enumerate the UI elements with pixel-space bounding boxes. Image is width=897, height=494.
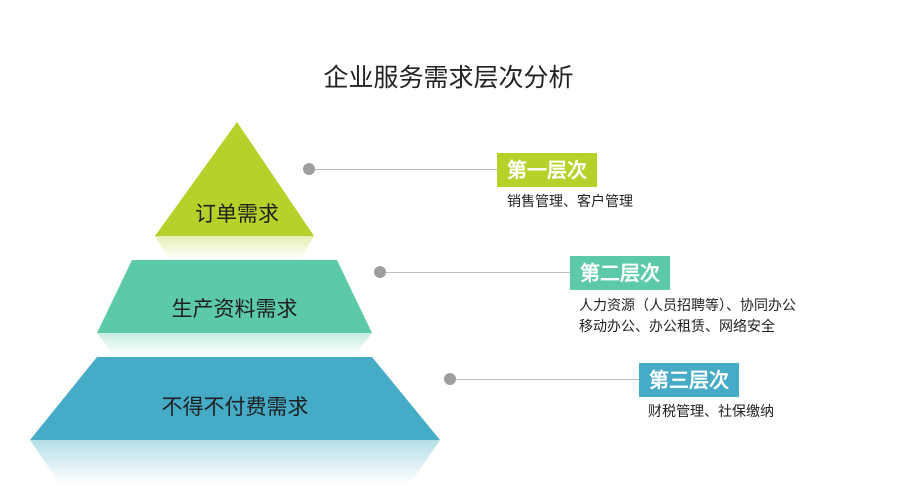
tier-2-shape	[97, 260, 372, 333]
tier-1-connector-line	[315, 169, 497, 170]
tier-1-description: 销售管理、客户管理	[507, 192, 633, 213]
tier-2-description: 人力资源（人员招聘等）、协同办公 移动办公、办公租赁、网络安全	[579, 296, 796, 338]
tier-1-label: 订单需求	[195, 202, 279, 226]
tier-3-desc-line: 财税管理、社保缴纳	[648, 404, 774, 420]
tier-2-connector-line	[386, 272, 570, 273]
tier-3-description: 财税管理、社保缴纳	[648, 402, 774, 423]
tier-3-label: 不得不付费需求	[161, 395, 309, 419]
tier-2-connector-dot	[374, 266, 386, 278]
tier-2-desc-line-2: 移动办公、办公租赁、网络安全	[579, 319, 775, 335]
tier-1-reflection	[155, 236, 314, 260]
tier-2-desc-line-1: 人力资源（人员招聘等）、协同办公	[579, 298, 796, 314]
tier-2-reflection	[97, 333, 372, 355]
tier-2-badge: 第二层次	[570, 256, 670, 290]
tier-1-connector-dot	[303, 163, 315, 175]
tier-3-badge: 第三层次	[639, 363, 739, 397]
tier-3-connector-dot	[444, 373, 456, 385]
tier-1-desc-line: 销售管理、客户管理	[507, 194, 633, 210]
tier-1-badge: 第一层次	[497, 153, 597, 187]
tier-3-connector-line	[456, 379, 639, 380]
tier-2-label: 生产资料需求	[171, 297, 298, 321]
tier-1-shape	[155, 122, 314, 236]
tier-3-shape	[30, 357, 440, 440]
tier-3-reflection	[30, 440, 440, 484]
page-title: 企业服务需求层次分析	[323, 63, 574, 92]
